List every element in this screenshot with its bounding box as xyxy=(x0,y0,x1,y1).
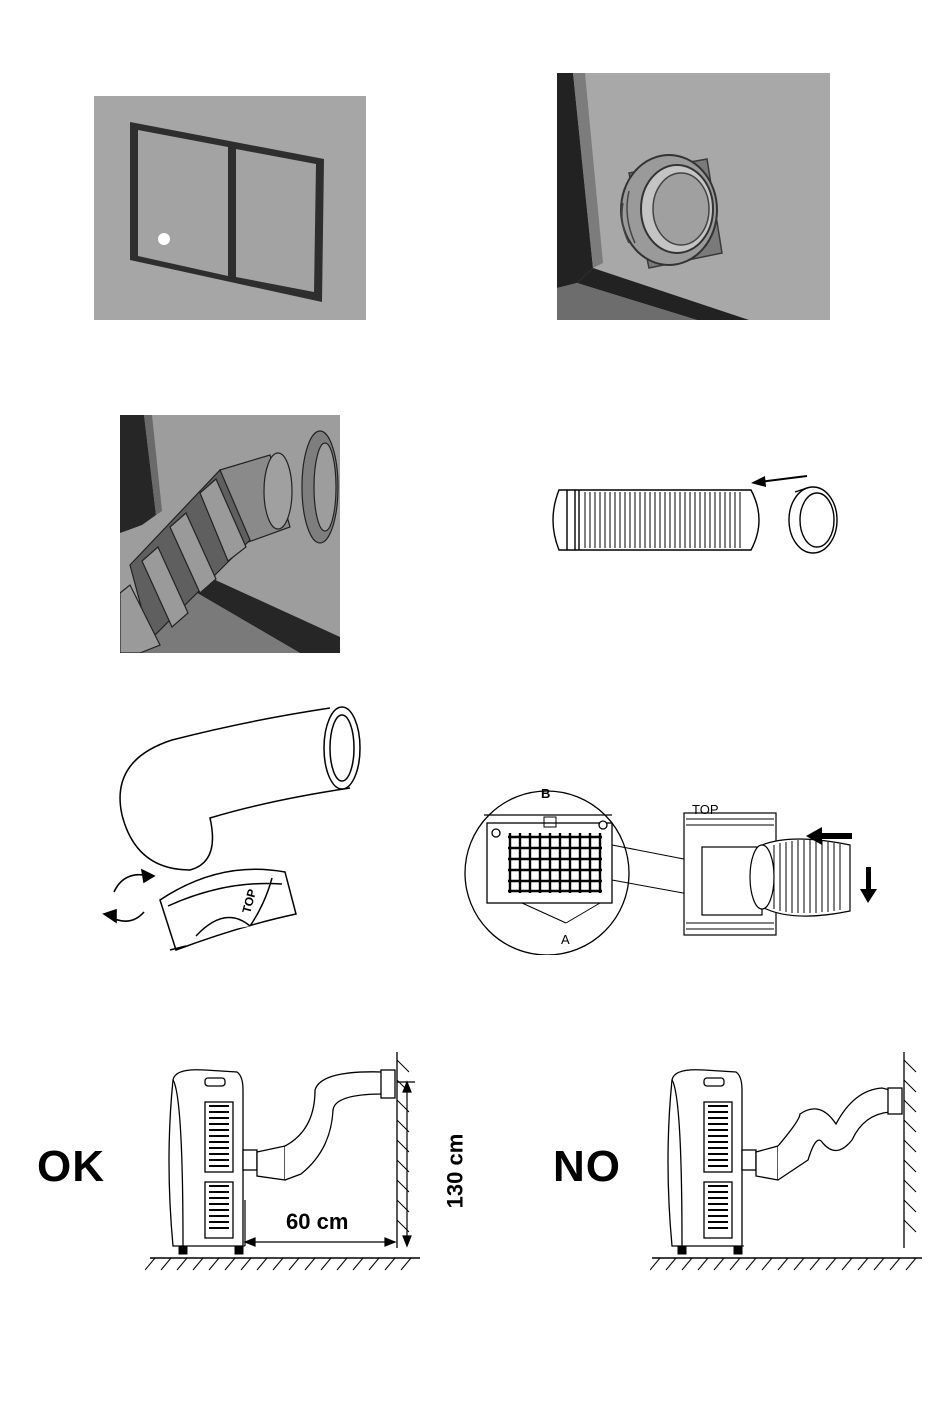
height-dimension-label: 130 cm xyxy=(442,1134,468,1209)
arrow-left-icon xyxy=(751,476,807,487)
callout-label-a: A xyxy=(561,932,570,947)
width-dimension-label: 60 cm xyxy=(286,1209,348,1235)
ok-label: OK xyxy=(37,1142,105,1192)
figure-window-adapter xyxy=(557,73,830,320)
callout-label-b: B xyxy=(541,786,550,801)
figure-ok-installation xyxy=(145,1050,425,1275)
figure-window xyxy=(94,96,366,320)
figure-hose-elbow-adapter: TOP xyxy=(100,700,370,965)
figure-back-panel-detail xyxy=(462,785,882,955)
figure-hose-adapter-connection xyxy=(120,415,340,653)
no-label: NO xyxy=(553,1142,621,1192)
figure-no-installation xyxy=(650,1050,930,1275)
arrow-down-icon xyxy=(860,867,877,903)
top-marker-label: TOP xyxy=(692,802,719,817)
figure-hose-ring xyxy=(545,470,845,555)
rotate-arrows-icon xyxy=(104,870,154,922)
